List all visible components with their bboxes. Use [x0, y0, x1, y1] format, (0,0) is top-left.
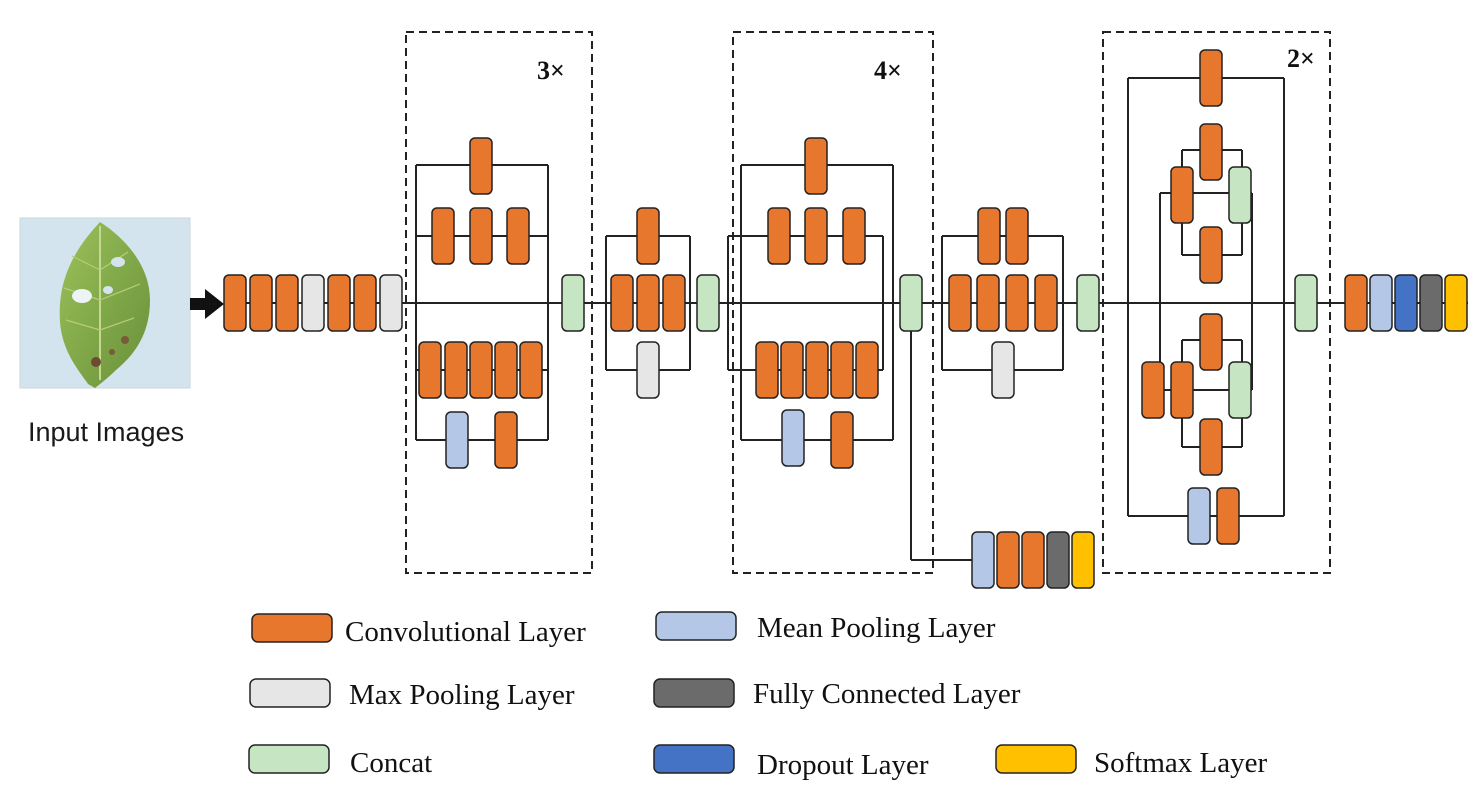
- conv-layer-box: [1344, 274, 1368, 332]
- conv-layer-box: [805, 341, 829, 399]
- conv-layer-box: [855, 341, 879, 399]
- maxpool-layer-box: [379, 274, 403, 332]
- conv-layer-box: [519, 341, 543, 399]
- block-4x-border: [732, 31, 934, 574]
- conv-layer-box: [1005, 207, 1029, 265]
- block-2x-multiplier: 2×: [1287, 44, 1315, 73]
- input-images-label: Input Images: [28, 417, 184, 447]
- meanpool-layer-box: [971, 531, 995, 589]
- concat-layer-box: [696, 274, 720, 332]
- conv-layer-box: [275, 274, 299, 332]
- conv-layer-box: [977, 207, 1001, 265]
- conv-layer-box: [469, 137, 493, 195]
- meanpool-layer-box: [781, 409, 805, 467]
- conv-layer-box: [767, 207, 791, 265]
- input-image: [19, 217, 191, 389]
- conv-layer-box: [842, 207, 866, 265]
- conv-layer-box: [804, 137, 828, 195]
- meanpool-layer-box: [445, 411, 469, 469]
- conv-layer-box: [1141, 361, 1165, 419]
- block-3x-border: [405, 31, 593, 574]
- softmax-layer-box: [1071, 531, 1095, 589]
- concat-layer-box: [1294, 274, 1318, 332]
- conv-layer-box: [1034, 274, 1058, 332]
- conv-layer-box: [506, 207, 530, 265]
- legend-label-conv: Convolutional Layer: [345, 616, 586, 648]
- concat-layer-box: [1228, 166, 1252, 224]
- legend-swatch-maxpool: [249, 678, 331, 708]
- legend-label-maxpool: Max Pooling Layer: [349, 679, 575, 711]
- fc-layer-box: [1046, 531, 1070, 589]
- maxpool-layer-box: [991, 341, 1015, 399]
- conv-layer-box: [636, 274, 660, 332]
- fc-layer-box: [1419, 274, 1443, 332]
- conv-layer-box: [636, 207, 660, 265]
- conv-layer-box: [1170, 361, 1194, 419]
- conv-layer-box: [353, 274, 377, 332]
- conv-layer-box: [804, 207, 828, 265]
- conv-layer-box: [469, 207, 493, 265]
- block-2x-border: [1102, 31, 1331, 574]
- layer-boxes: [223, 49, 1468, 589]
- legend: Convolutional Layer Mean Pooling Layer M…: [248, 611, 1267, 781]
- concat-layer-box: [561, 274, 585, 332]
- concat-layer-box: [899, 274, 923, 332]
- conv-layer-box: [469, 341, 493, 399]
- conv-layer-box: [755, 341, 779, 399]
- conv-layer-box: [996, 531, 1020, 589]
- conv-layer-box: [249, 274, 273, 332]
- legend-swatch-meanpool: [655, 611, 737, 641]
- conv-layer-box: [1199, 418, 1223, 476]
- conv-layer-box: [780, 341, 804, 399]
- conv-layer-box: [418, 341, 442, 399]
- meanpool-layer-box: [1187, 487, 1211, 545]
- conv-layer-box: [1021, 531, 1045, 589]
- legend-swatch-softmax: [995, 744, 1077, 774]
- meanpool-layer-box: [1369, 274, 1393, 332]
- legend-label-meanpool: Mean Pooling Layer: [757, 612, 996, 644]
- legend-swatch-conv: [251, 613, 333, 643]
- conv-layer-box: [1170, 166, 1194, 224]
- legend-swatch-concat: [248, 744, 330, 774]
- concat-layer-box: [1076, 274, 1100, 332]
- maxpool-layer-box: [301, 274, 325, 332]
- legend-label-concat: Concat: [350, 747, 432, 779]
- legend-label-dropout: Dropout Layer: [757, 749, 929, 781]
- block-4x-multiplier: 4×: [874, 56, 902, 85]
- conv-layer-box: [1216, 487, 1240, 545]
- conv-layer-box: [223, 274, 247, 332]
- concat-layer-box: [1228, 361, 1252, 419]
- conv-layer-box: [976, 274, 1000, 332]
- conv-layer-box: [494, 411, 518, 469]
- block-3x-multiplier: 3×: [537, 56, 565, 85]
- conv-layer-box: [1199, 49, 1223, 107]
- conv-layer-box: [830, 411, 854, 469]
- softmax-layer-box: [1444, 274, 1468, 332]
- conv-layer-box: [1199, 123, 1223, 181]
- conv-layer-box: [327, 274, 351, 332]
- conv-layer-box: [610, 274, 634, 332]
- conv-layer-box: [830, 341, 854, 399]
- legend-swatch-fc: [653, 678, 735, 708]
- input-arrow: [190, 289, 224, 319]
- conv-layer-box: [1005, 274, 1029, 332]
- legend-label-fc: Fully Connected Layer: [753, 678, 1021, 710]
- legend-swatch-dropout: [653, 744, 735, 774]
- legend-label-softmax: Softmax Layer: [1094, 747, 1267, 779]
- conv-layer-box: [1199, 226, 1223, 284]
- dropout-layer-box: [1394, 274, 1418, 332]
- maxpool-layer-box: [636, 341, 660, 399]
- conv-layer-box: [431, 207, 455, 265]
- conv-layer-box: [444, 341, 468, 399]
- conv-layer-box: [494, 341, 518, 399]
- conv-layer-box: [662, 274, 686, 332]
- conv-layer-box: [1199, 313, 1223, 371]
- conv-layer-box: [948, 274, 972, 332]
